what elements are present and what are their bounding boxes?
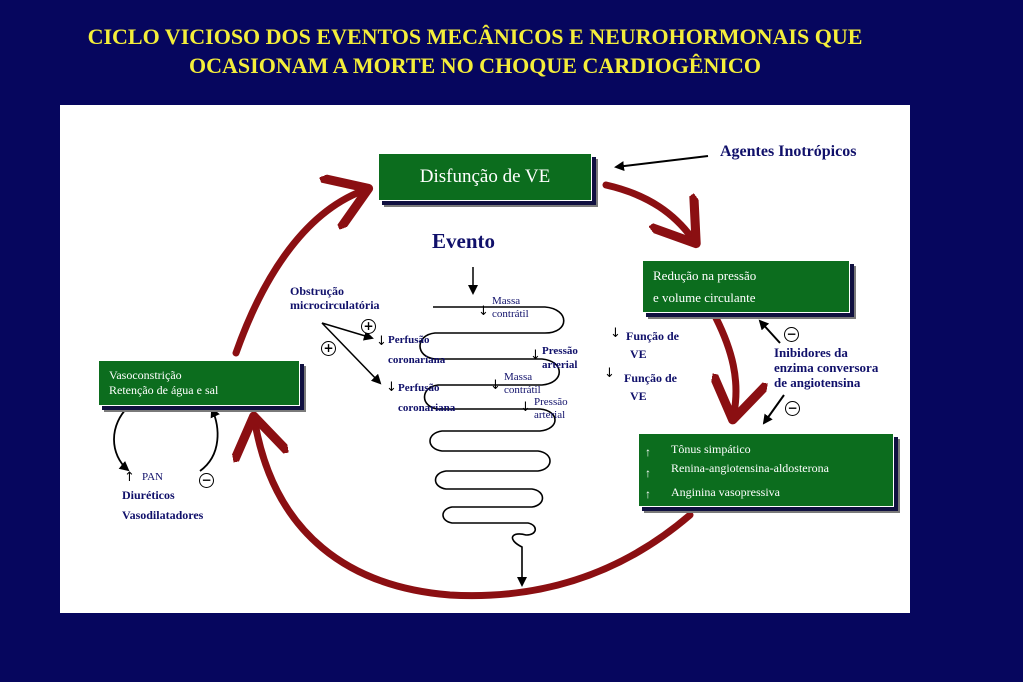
plus-sign-upper: + [361, 319, 376, 334]
funcao-label-2: Função de [624, 371, 678, 385]
down-arrow-perfusao-2: ↓ [386, 380, 397, 395]
slide-title: CICLO VICIOSO DOS EVENTOS MECÂNICOS E NE… [0, 22, 950, 80]
box-disfuncao-ve: Disfunção de VE [378, 153, 592, 201]
massa-label-1: Massa [492, 295, 521, 307]
obstrucao-line2: microcirculatória [290, 298, 380, 312]
agentes-inotropicos-label: Agentes Inotrópicos [720, 143, 857, 160]
disfuncao-label: Disfunção de VE [419, 166, 551, 187]
down-arrow-massa-2: ↓ [490, 378, 501, 393]
box-tonus-simpatico: ↑ ↑ ↑ Tônus simpático Renina-angiotensin… [638, 433, 894, 507]
up-arrow-3: ↑ [645, 487, 651, 501]
pressao-label-2: Pressão [534, 396, 568, 408]
inibidores-line1: Inibidores da [774, 345, 848, 360]
spiral-path [419, 306, 565, 587]
vasodilatadores-label: Vasodilatadores [122, 508, 204, 522]
box-vasoconstricao: Vasoconstrição Retenção de água e sal [98, 360, 300, 406]
contratil-label-2: contrátil [504, 384, 541, 396]
feedback-loop-right [199, 407, 220, 472]
inibidores-line2: enzima conversora [774, 360, 879, 375]
pan-label: PAN [142, 471, 163, 483]
arterial-label-1: arterial [542, 359, 578, 371]
tonus-arrows: ↑ ↑ ↑ [645, 442, 659, 505]
coronariana-label-1: coronariana [388, 354, 446, 366]
minus-sign-inibidores-lower: − [785, 401, 800, 416]
reducao-line1: Redução na pressão [653, 268, 757, 283]
cycle-arrow-top-to-right [602, 181, 692, 238]
tonus-line3: Anginina vasopressiva [671, 485, 780, 499]
tonus-line2: Renina-angiotensina-aldosterona [671, 461, 829, 475]
down-arrow-funcao-2: ↓ [604, 366, 615, 381]
perfusao-label-1: Perfusão [388, 334, 430, 346]
coronariana-label-2: coronariana [398, 402, 456, 414]
pressao-label-1: Pressão [542, 345, 578, 357]
contratil-label-1: contrátil [492, 308, 529, 320]
plus-sign-lower: + [321, 341, 336, 356]
down-arrow-pressao-1: ↓ [530, 348, 541, 363]
inibidores-line3: de angiotensina [774, 375, 861, 390]
evento-label: Evento [432, 229, 495, 253]
box-reducao-pressao: Redução na pressão e volume circulante [642, 260, 850, 313]
slide-title-line2: OCASIONAM A MORTE NO CHOQUE CARDIOGÊNICO [189, 53, 761, 78]
ve-label-2: VE [630, 389, 647, 403]
funcao-label-1: Função de [626, 329, 680, 343]
up-arrow-2: ↑ [645, 466, 651, 480]
massa-label-2: Massa [504, 371, 533, 383]
diagram-svg [113, 155, 785, 600]
perfusao-label-2: Perfusão [398, 382, 440, 394]
obstrucao-label: Obstrução microcirculatória [290, 284, 380, 312]
down-arrow-pressao-2: ↓ [520, 400, 531, 415]
ve-label-1: VE [630, 347, 647, 361]
cycle-arrow-bottom-to-left [255, 423, 694, 600]
tonus-line1: Tônus simpático [671, 442, 751, 456]
vasoconstricao-line1: Vasoconstrição [109, 368, 182, 382]
cycle-arrow-left-to-top [232, 191, 362, 357]
inibidores-arrow-upper [758, 319, 781, 344]
obstrucao-line1: Obstrução [290, 284, 344, 298]
inibidores-label: Inibidores da enzima conversora de angio… [774, 345, 878, 390]
down-arrow-funcao-1: ↓ [610, 326, 621, 341]
down-arrow-massa-1: ↓ [478, 304, 489, 319]
agentes-arrow [614, 155, 709, 172]
down-arrow-perfusao-1: ↓ [376, 334, 387, 349]
vasoconstricao-line2: Retenção de água e sal [109, 383, 219, 397]
obstrucao-arrow-top [321, 322, 374, 341]
feedback-loop-left [113, 404, 131, 472]
reducao-line2: e volume circulante [653, 290, 756, 305]
diagram-canvas: Disfunção de VE Redução na pressão e vol… [60, 105, 910, 613]
diureticos-label: Diuréticos [122, 488, 175, 502]
up-arrow-1: ↑ [645, 445, 651, 459]
obstrucao-arrow-bottom [321, 322, 382, 385]
inibidores-arrow-lower [762, 394, 785, 425]
cycle-arrow-right-down [716, 314, 736, 413]
minus-sign-pan: − [199, 473, 214, 488]
minus-sign-inibidores-upper: − [784, 327, 799, 342]
slide-title-line1: CICLO VICIOSO DOS EVENTOS MECÂNICOS E NE… [87, 24, 863, 49]
up-arrow-pan: ↑ [124, 470, 135, 485]
arterial-label-2: arterial [534, 409, 566, 421]
